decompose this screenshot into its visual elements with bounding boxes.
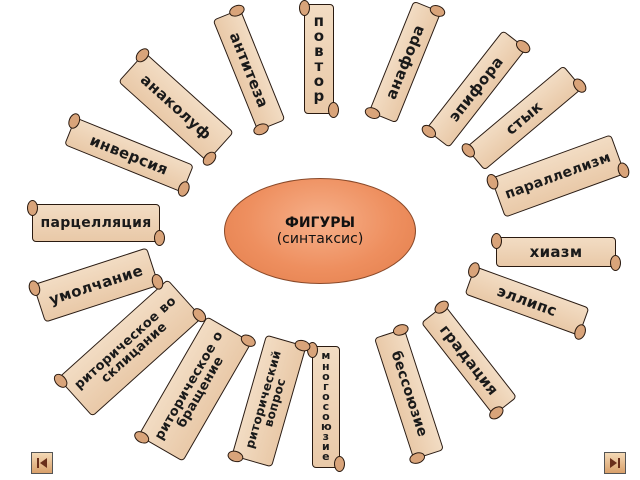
center-title: ФИГУРЫ: [284, 215, 356, 231]
term-mnogosoyuzie-label: многосоюзие: [321, 349, 332, 464]
term-antiteza: антитеза: [212, 8, 286, 132]
term-mnogosoyuzie: многосоюзие: [307, 342, 345, 472]
term-partsellyatsiya-label: парцелляция: [40, 215, 152, 231]
term-antiteza-label: антитеза: [226, 29, 273, 111]
term-inversiya-label: инверсия: [87, 130, 171, 179]
term-ritoricheskiy-vopros-label: риторический вопрос: [242, 348, 289, 450]
next-slide-button[interactable]: [604, 452, 626, 474]
term-anakoluf-label: анаколуф: [137, 70, 216, 144]
prev-slide-icon: [37, 458, 47, 468]
next-slide-icon: [610, 458, 620, 468]
term-bessoyuzie-label: бессоюзие: [387, 349, 431, 439]
term-epifora-label: эпифора: [444, 52, 507, 125]
center-ellipse: ФИГУРЫ (синтаксис): [224, 178, 416, 284]
term-khiazm-label: хиазм: [529, 242, 583, 261]
term-ellips: эллипс: [464, 266, 590, 336]
center-subtitle: (синтаксис): [276, 231, 364, 247]
term-povtor: повтор: [299, 0, 339, 118]
term-parallelizm-label: параллелизм: [502, 149, 614, 203]
term-gradatsiya: градация: [420, 304, 518, 416]
term-gradatsiya-label: градация: [436, 320, 503, 399]
term-bessoyuzie: бессоюзие: [374, 328, 444, 460]
term-khiazm: хиазм: [491, 233, 621, 271]
term-partsellyatsiya: парцелляция: [27, 200, 165, 246]
term-anafora-label: анафора: [381, 21, 428, 102]
term-povtor-label: повтор: [313, 12, 325, 105]
term-umolchanie-label: умолчание: [46, 260, 145, 309]
prev-slide-button[interactable]: [31, 452, 53, 474]
term-anafora: анафора: [368, 0, 442, 124]
term-ellips-label: эллипс: [494, 281, 560, 320]
term-styk-label: стык: [501, 97, 546, 139]
